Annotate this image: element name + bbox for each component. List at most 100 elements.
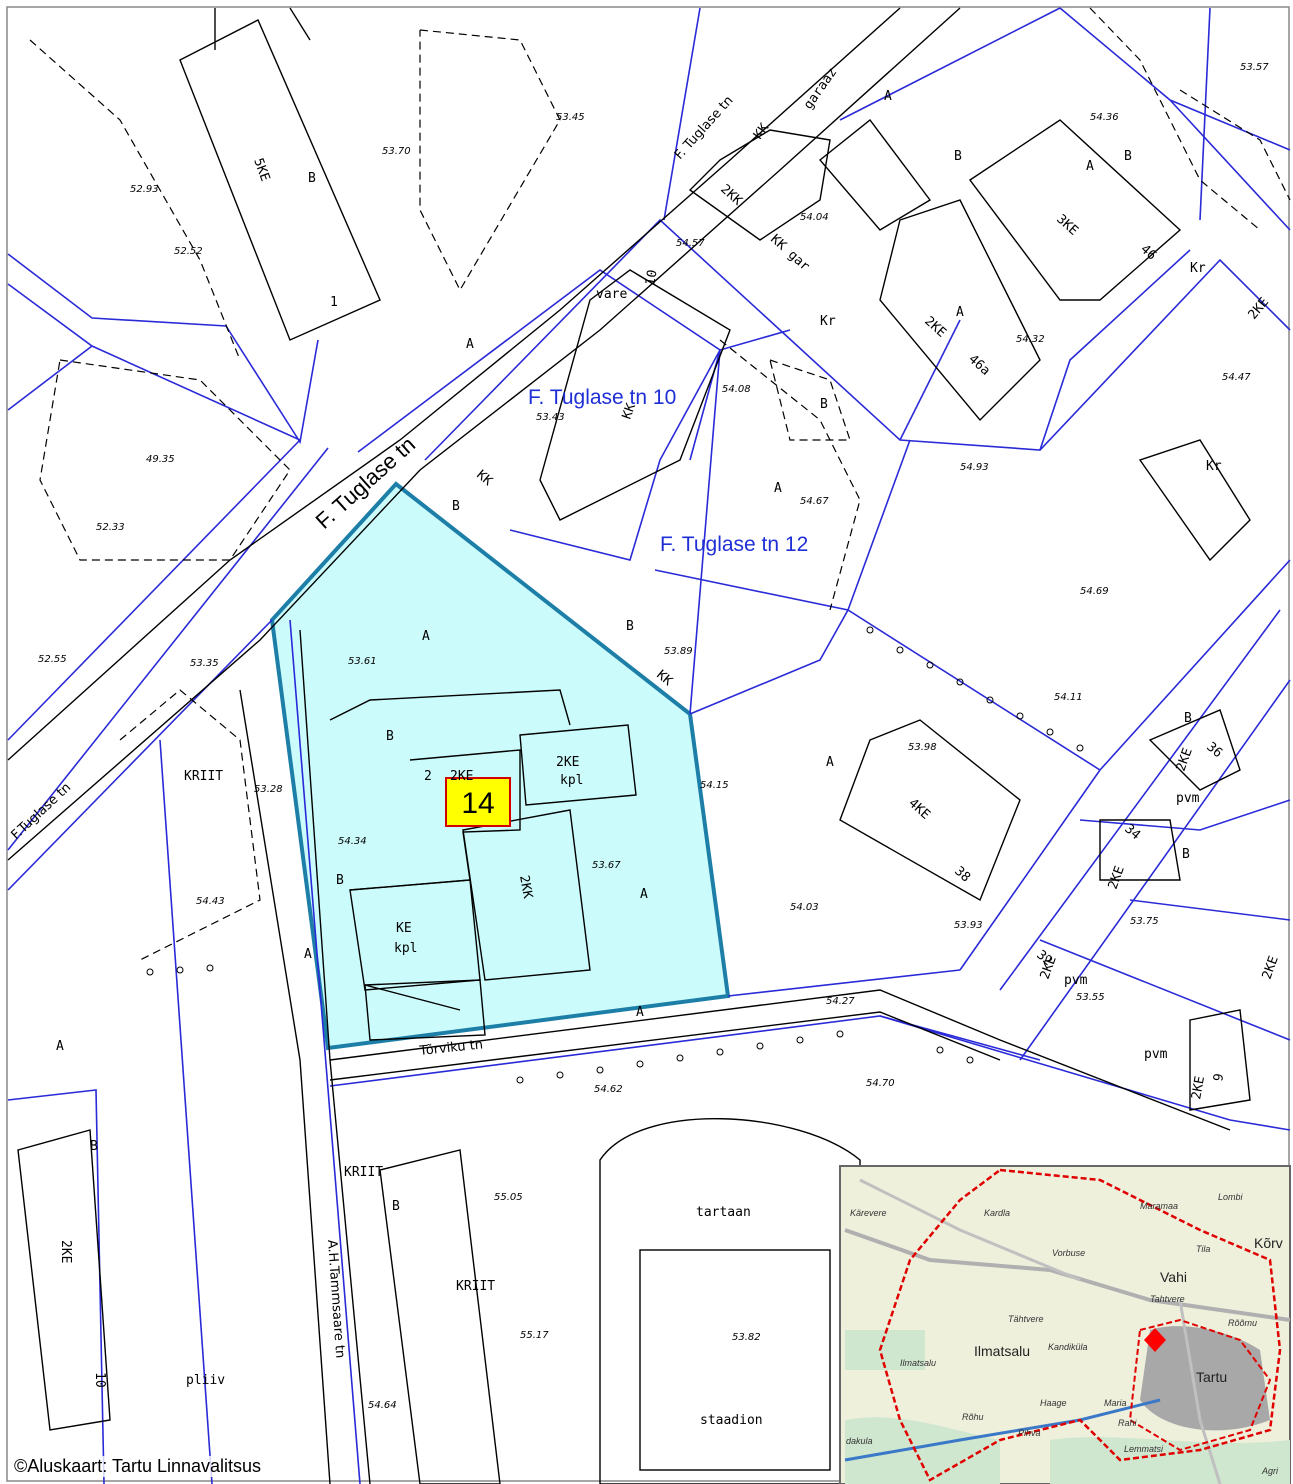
label-tuglase-12: F. Tuglase tn 12 (660, 533, 808, 556)
svg-text:Haage: Haage (1040, 1398, 1067, 1408)
svg-text:pliiv: pliiv (186, 1373, 225, 1388)
point-features (146, 626, 1084, 1084)
svg-text:B: B (954, 149, 962, 164)
inset-locator-map[interactable]: Kärevere Kardla Maramaa Lombi Vorbuse Ti… (839, 1165, 1291, 1484)
svg-text:54.15: 54.15 (700, 780, 729, 791)
svg-text:Kardla: Kardla (984, 1208, 1010, 1218)
svg-text:Rahi: Rahi (1118, 1418, 1138, 1428)
parcel-number-badge[interactable]: 14 (445, 777, 511, 827)
svg-text:54.57: 54.57 (676, 238, 705, 249)
svg-text:53.98: 53.98 (908, 742, 937, 753)
svg-text:Kandiküla: Kandiküla (1048, 1342, 1088, 1352)
svg-text:B: B (386, 729, 394, 744)
svg-text:KK: KK (751, 121, 772, 143)
svg-text:Ilmatsalu: Ilmatsalu (974, 1343, 1030, 1359)
svg-text:2: 2 (424, 769, 432, 784)
svg-text:Tartu: Tartu (1196, 1369, 1227, 1385)
svg-text:52.93: 52.93 (130, 184, 159, 195)
svg-text:1: 1 (330, 295, 338, 310)
svg-text:Lombi: Lombi (1218, 1192, 1244, 1202)
svg-text:vare: vare (596, 287, 627, 302)
base-linework (7, 7, 1251, 1484)
svg-text:2KE: 2KE (450, 769, 473, 784)
svg-text:Vahi: Vahi (1160, 1269, 1187, 1285)
svg-text:A: A (884, 89, 892, 104)
svg-text:53.82: 53.82 (732, 1332, 761, 1343)
svg-text:staadion: staadion (700, 1413, 763, 1428)
svg-text:A: A (1086, 159, 1094, 174)
parcel-14-area[interactable] (269, 481, 731, 1051)
svg-text:53.75: 53.75 (1130, 916, 1159, 927)
svg-text:54.43: 54.43 (196, 896, 225, 907)
svg-text:54.93: 54.93 (960, 462, 989, 473)
svg-text:54.62: 54.62 (594, 1084, 623, 1095)
svg-text:Tila: Tila (1196, 1244, 1210, 1254)
svg-text:53.93: 53.93 (954, 920, 983, 931)
svg-text:KRIIT: KRIIT (456, 1279, 495, 1294)
svg-text:54.47: 54.47 (1222, 372, 1251, 383)
svg-text:54.03: 54.03 (790, 902, 819, 913)
svg-text:54.69: 54.69 (1080, 586, 1109, 597)
svg-text:54.67: 54.67 (800, 496, 829, 507)
label-tuglase-10: F. Tuglase tn 10 (528, 386, 676, 409)
elevation-labels: 53.45 53.70 52.93 52.52 49.35 52.33 52.5… (38, 62, 1269, 1411)
svg-text:10: 10 (92, 1372, 107, 1388)
svg-text:53.35: 53.35 (190, 658, 219, 669)
svg-text:kpl: kpl (394, 941, 417, 956)
svg-text:B: B (336, 873, 344, 888)
svg-text:tartaan: tartaan (696, 1205, 751, 1220)
svg-text:2KK: 2KK (516, 874, 535, 900)
svg-text:53.67: 53.67 (592, 860, 621, 871)
svg-text:KRIIT: KRIIT (344, 1165, 383, 1180)
svg-text:B: B (90, 1139, 98, 1154)
svg-text:53.89: 53.89 (664, 646, 693, 657)
svg-text:54.64: 54.64 (368, 1400, 397, 1411)
svg-text:53.70: 53.70 (382, 146, 411, 157)
svg-text:2KE: 2KE (556, 755, 579, 770)
cadastral-boundaries (7, 7, 1291, 1484)
svg-text:54.04: 54.04 (800, 212, 829, 223)
svg-text:A: A (826, 755, 834, 770)
svg-text:Kärevere: Kärevere (850, 1208, 887, 1218)
svg-text:B: B (1184, 711, 1192, 726)
svg-text:B: B (392, 1199, 400, 1214)
location-marker-icon (1144, 1328, 1166, 1352)
svg-text:52.52: 52.52 (174, 246, 203, 257)
svg-text:B: B (1124, 149, 1132, 164)
svg-text:A: A (956, 305, 964, 320)
svg-text:54.34: 54.34 (338, 836, 367, 847)
svg-text:53.43: 53.43 (536, 412, 565, 423)
svg-text:10: 10 (643, 269, 660, 287)
svg-text:53.61: 53.61 (348, 656, 377, 667)
svg-text:Kr: Kr (1190, 261, 1206, 276)
svg-text:53.28: 53.28 (254, 784, 283, 795)
svg-text:Ilmatsalu: Ilmatsalu (900, 1358, 936, 1368)
svg-text:Maramaa: Maramaa (1140, 1201, 1178, 1211)
svg-text:B: B (1182, 847, 1190, 862)
svg-text:dakula: dakula (846, 1436, 873, 1446)
svg-text:pvm: pvm (1064, 973, 1088, 988)
svg-text:Tahtvere: Tahtvere (1150, 1294, 1185, 1304)
svg-text:Pihva: Pihva (1018, 1428, 1041, 1438)
svg-text:A: A (304, 947, 312, 962)
dashed-boundaries (29, 7, 1291, 961)
svg-text:2KE: 2KE (1189, 1075, 1208, 1101)
svg-text:KK: KK (620, 401, 640, 421)
svg-text:52.55: 52.55 (38, 654, 67, 665)
svg-text:Kr: Kr (1206, 459, 1222, 474)
svg-text:B: B (820, 397, 828, 412)
svg-text:54.36: 54.36 (1090, 112, 1119, 123)
map-frame (6, 6, 1290, 1482)
svg-text:54.08: 54.08 (722, 384, 751, 395)
svg-text:KE: KE (396, 921, 412, 936)
svg-text:Tähtvere: Tähtvere (1008, 1314, 1044, 1324)
svg-text:A: A (636, 1005, 644, 1020)
map-credit: ©Aluskaart: Tartu Linnavalitsus (14, 1456, 262, 1477)
svg-text:53.57: 53.57 (1240, 62, 1269, 73)
svg-text:55.05: 55.05 (494, 1192, 523, 1203)
svg-text:A: A (422, 629, 430, 644)
svg-text:Maria: Maria (1104, 1398, 1127, 1408)
svg-text:pvm: pvm (1176, 791, 1200, 806)
svg-text:A: A (56, 1039, 64, 1054)
